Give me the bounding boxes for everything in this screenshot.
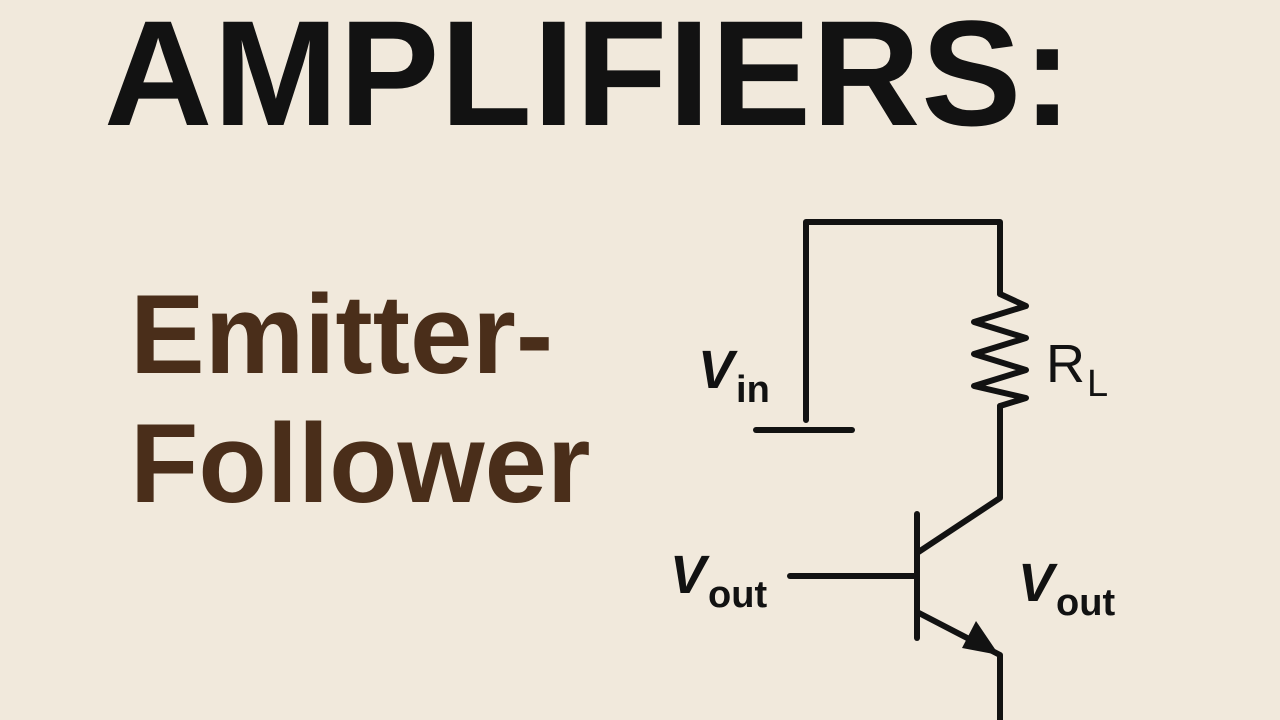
circuit-name: Emitter- Follower <box>130 270 590 528</box>
collector-wire <box>914 403 1003 556</box>
supply-wire <box>803 219 1003 423</box>
resistor-label: RL <box>1046 334 1109 405</box>
load-resistor <box>971 291 1029 409</box>
circuit-name-line-2: Follower <box>130 401 591 526</box>
vin-label: Vin <box>698 340 770 411</box>
emitter-vout-label: Vout <box>1018 553 1116 624</box>
emitter-wire <box>914 609 1003 720</box>
page-title: AMPLIFIERS: <box>104 0 1074 157</box>
base-vout-label: Vout <box>670 545 768 616</box>
emitter-arrow <box>962 621 999 655</box>
circuit-name-line-1: Emitter- <box>130 272 554 397</box>
